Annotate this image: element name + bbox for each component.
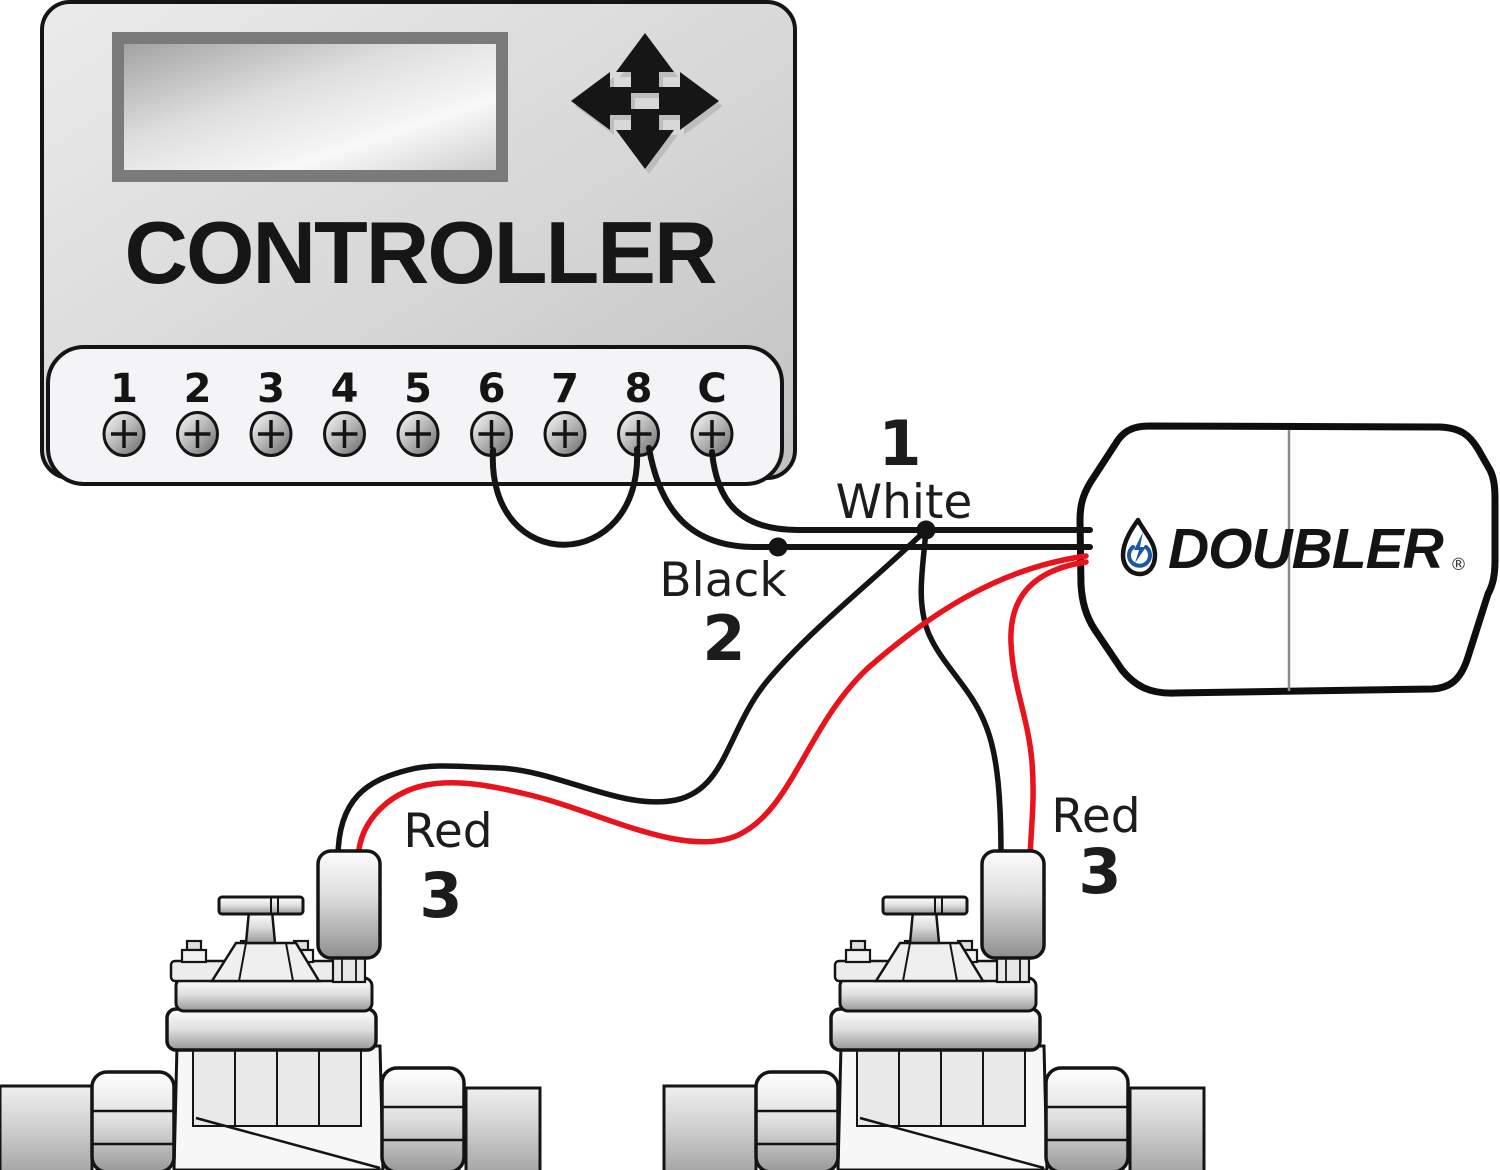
terminal-label-1: 1 [110, 366, 138, 412]
terminal-screw-2 [175, 410, 220, 458]
arrow-down-icon [616, 109, 674, 169]
terminal-label-2: 2 [184, 366, 212, 412]
registered-mark: ® [1450, 555, 1467, 575]
black-wire-label: Black [659, 553, 787, 608]
white-wire-step: 1 [878, 407, 921, 480]
white-common-wire [709, 449, 1093, 533]
arrow-up-icon [616, 33, 674, 93]
terminal-screw-3 [249, 410, 293, 458]
black-branch-to-right-valve [918, 527, 1004, 861]
terminal-label-8: 8 [625, 366, 653, 412]
red-left-wire-step: 3 [419, 859, 462, 932]
terminal-strip: 1 2 3 4 5 6 7 8 C [46, 345, 784, 486]
terminal-label-5: 5 [404, 366, 432, 412]
power-ring-icon [1127, 545, 1152, 568]
black-wire-step: 2 [702, 602, 745, 675]
red-right-wire-step: 3 [1078, 835, 1121, 908]
terminal-screw-1 [102, 410, 146, 458]
terminal-label-6: 6 [478, 366, 506, 412]
terminal-screw-5 [396, 410, 440, 458]
sprinkler-valve-right [662, 849, 1206, 1170]
terminal-label-c: C [697, 366, 726, 412]
terminal-label-7: 7 [551, 366, 579, 412]
water-drop-icon [1120, 517, 1158, 577]
junction-dot-white [916, 520, 936, 540]
lightning-bolt-icon [1134, 532, 1146, 563]
terminal-label-3: 3 [257, 366, 285, 412]
controller-screen [124, 44, 496, 170]
red-wire-to-right-valve [1008, 559, 1089, 861]
jumper-wire-6-8 [489, 446, 641, 548]
black-branch-to-left-valve [335, 527, 929, 861]
doubler-housing [1076, 422, 1499, 697]
arrow-left-icon [571, 72, 631, 130]
black-wire-terminal8-to-doubler [646, 445, 1093, 550]
white-wire-label: White [836, 475, 973, 530]
red-wire-to-left-valve [355, 553, 1089, 861]
terminal-screw-4 [322, 410, 367, 458]
controller: CONTROLLER 1 2 3 4 5 6 7 [40, 0, 797, 486]
doubler-device: DOUBLER ® [1076, 422, 1499, 697]
red-right-wire-label: Red [1051, 789, 1140, 844]
terminal-label-4: 4 [331, 366, 359, 412]
red-left-wire-label: Red [403, 804, 492, 859]
doubler-brand-text: DOUBLER [1168, 517, 1444, 581]
terminal-screw-7 [543, 410, 587, 458]
arrow-right-icon [659, 72, 719, 130]
controller-label: CONTROLLER [124, 203, 716, 302]
junction-dot-black [768, 537, 788, 557]
nav-arrows-icon [571, 33, 723, 174]
